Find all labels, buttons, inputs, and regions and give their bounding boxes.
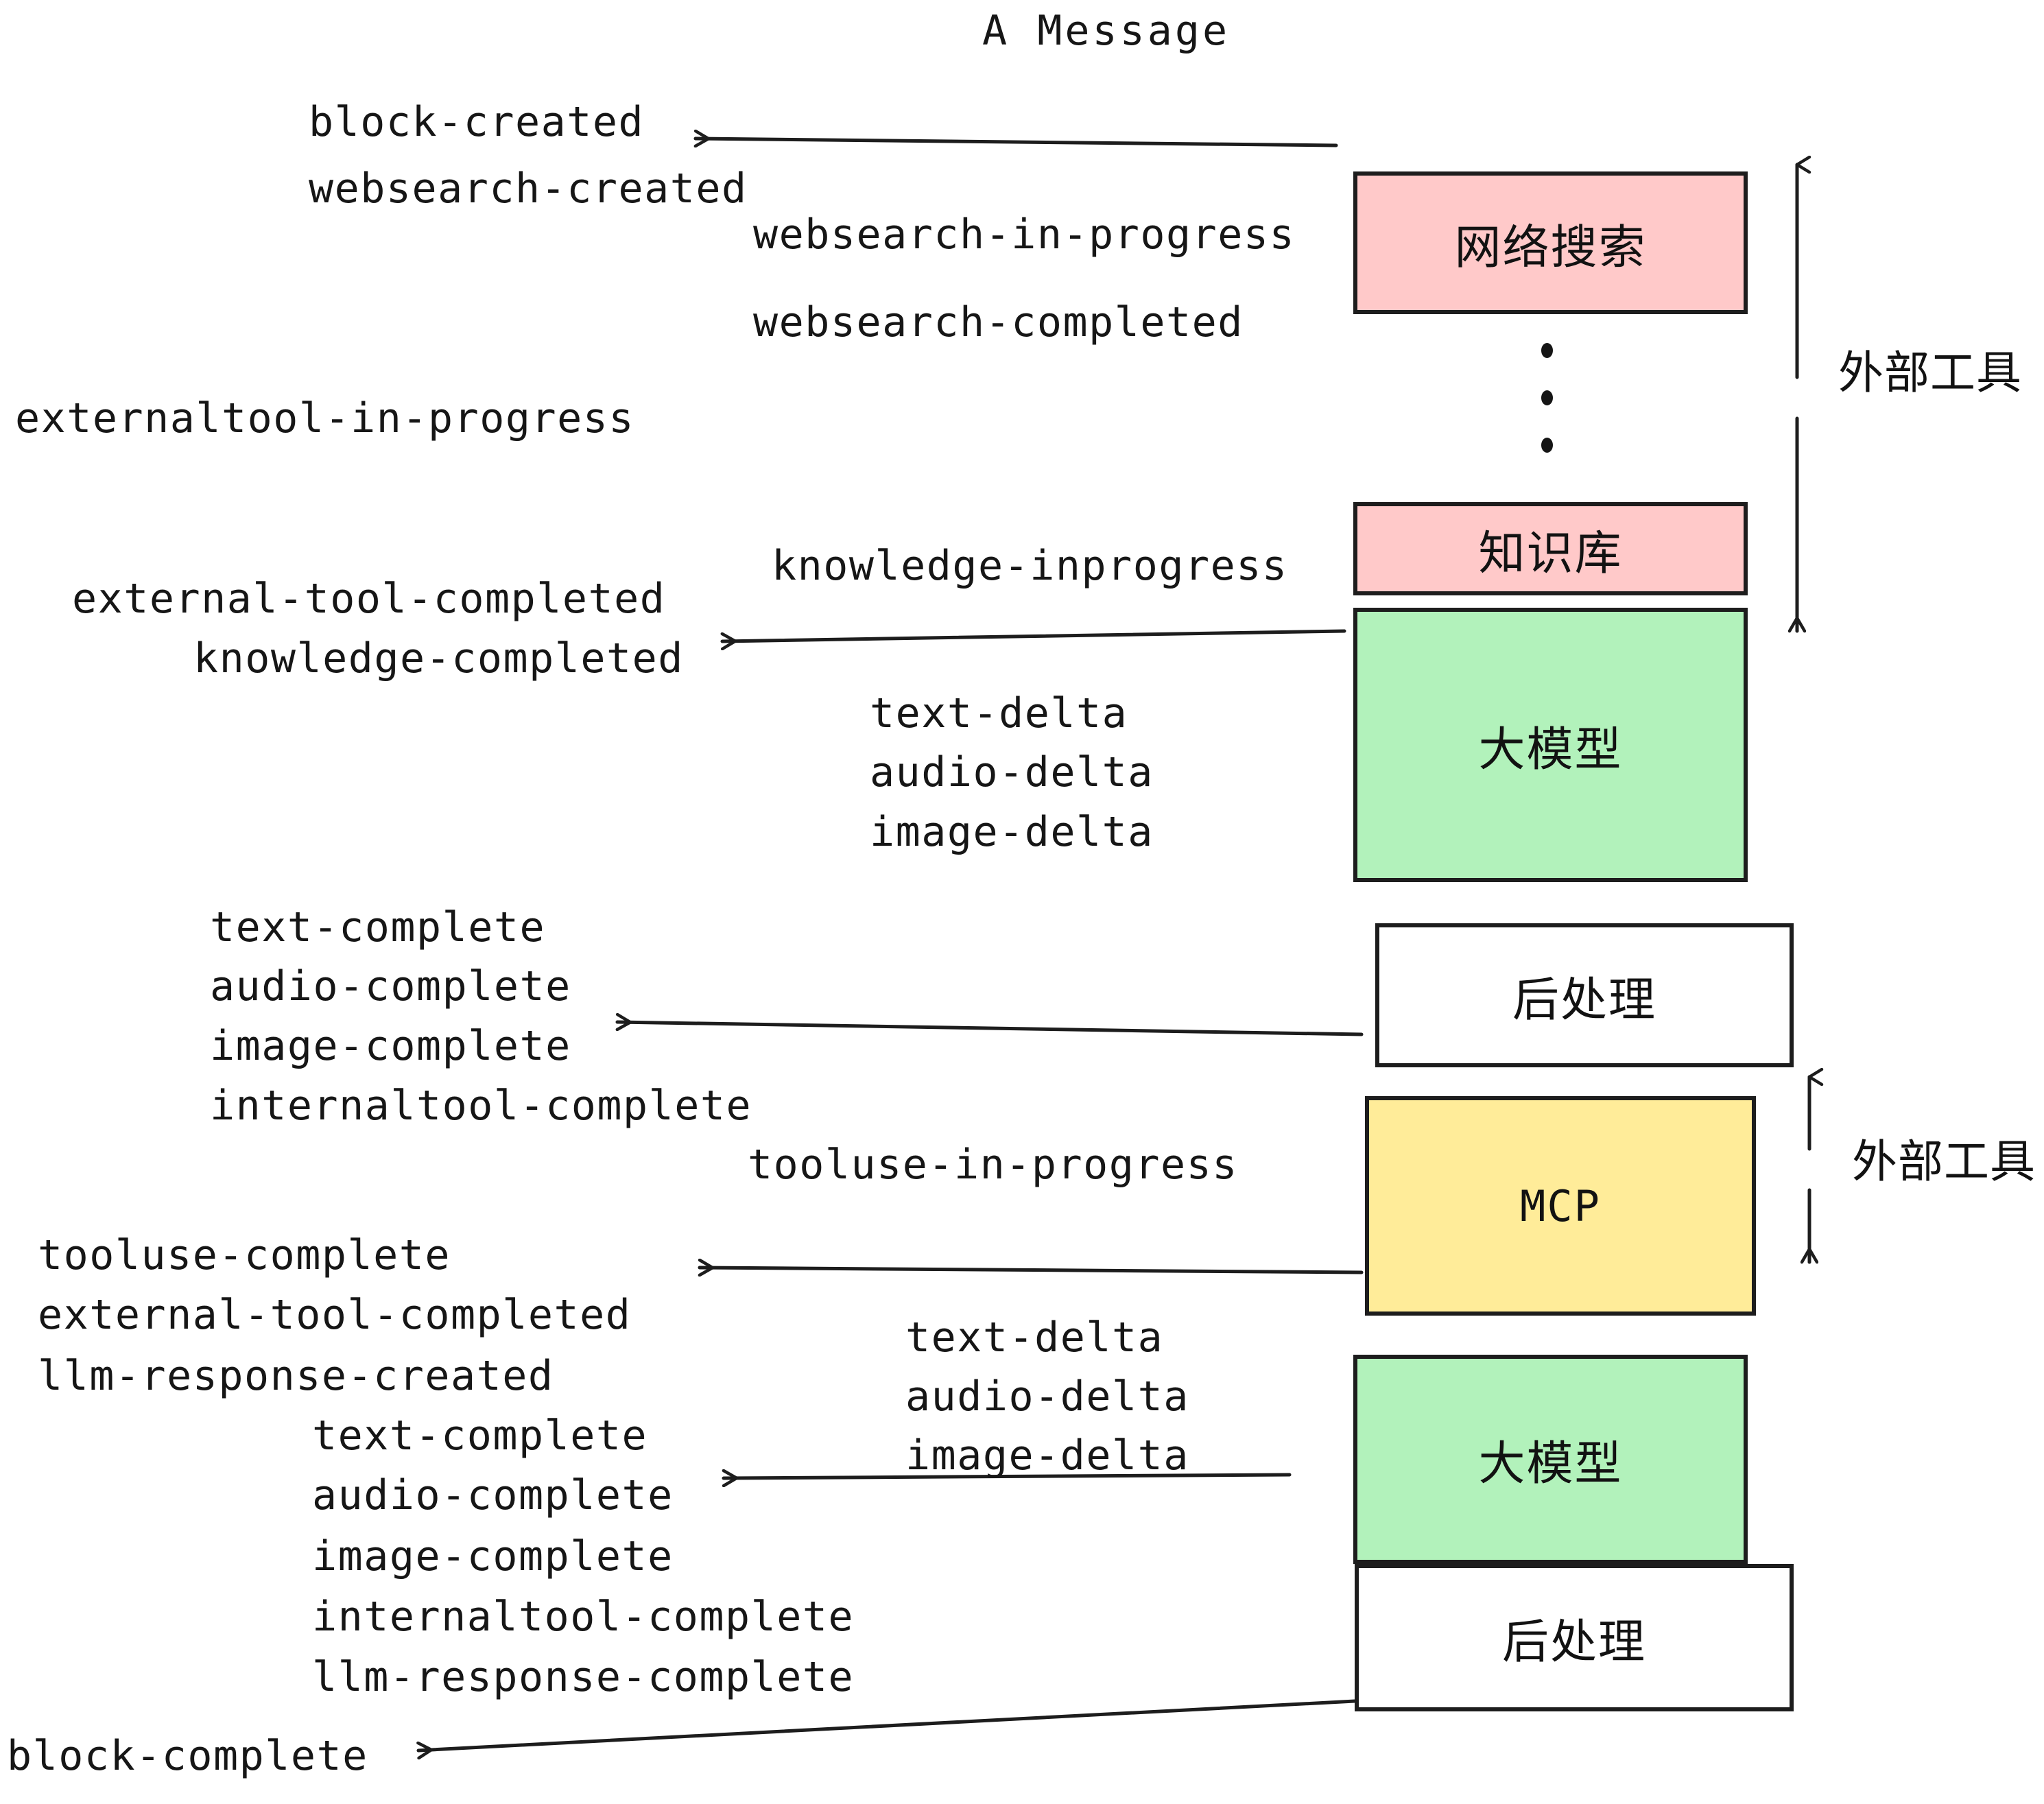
event-label-image-delta-2: image-delta xyxy=(905,1432,1189,1480)
node-label: 后处理 xyxy=(1512,973,1656,1028)
event-label-block-created: block-created xyxy=(309,98,645,146)
page-title: A Message xyxy=(982,7,1231,55)
event-label-audio-complete-2: audio-complete xyxy=(312,1471,674,1519)
node-llm-2: 大模型 xyxy=(1353,1355,1748,1564)
event-label-image-delta-1: image-delta xyxy=(870,808,1154,856)
node-postproc-2: 后处理 xyxy=(1355,1564,1794,1711)
event-label-text-delta-2: text-delta xyxy=(905,1314,1164,1362)
node-knowledge: 知识库 xyxy=(1353,502,1748,595)
node-postproc-1: 后处理 xyxy=(1375,923,1794,1067)
node-label: 后处理 xyxy=(1501,1615,1646,1670)
arrow-postproc1-out xyxy=(615,1022,1364,1036)
ellipsis-dot xyxy=(1541,343,1553,358)
node-websearch: 网络搜索 xyxy=(1353,171,1748,314)
event-label-image-complete-2: image-complete xyxy=(312,1532,674,1580)
event-label-websearch-created: websearch-created xyxy=(309,165,748,213)
node-label: 知识库 xyxy=(1478,526,1623,581)
event-label-audio-delta-2: audio-delta xyxy=(905,1373,1189,1421)
event-label-text-complete-1: text-complete xyxy=(210,903,546,951)
ellipsis-dot xyxy=(1541,390,1553,405)
event-label-llm-response-complete: llm-response-complete xyxy=(312,1653,855,1701)
event-label-text-complete-2: text-complete xyxy=(312,1412,648,1460)
event-label-image-complete-1: image-complete xyxy=(210,1022,571,1070)
event-label-audio-delta-1: audio-delta xyxy=(870,748,1154,796)
side-label-external-tools-top: 外部工具 xyxy=(1838,346,2022,399)
event-label-block-complete: block-complete xyxy=(7,1732,368,1780)
event-label-audio-complete-1: audio-complete xyxy=(210,962,571,1010)
event-label-tooluse-complete: tooluse-complete xyxy=(38,1231,451,1279)
arrow-mcp-out xyxy=(698,1268,1364,1272)
event-label-external-tool-completed-2: external-tool-completed xyxy=(38,1291,632,1339)
event-label-external-tool-completed-1: external-tool-completed xyxy=(72,575,666,623)
ellipsis-dot xyxy=(1541,438,1553,453)
arrow-postproc2-out xyxy=(418,1699,1357,1750)
vertical-ellipsis xyxy=(1540,343,1554,453)
arrow-websearch-out xyxy=(693,139,1338,145)
event-label-llm-response-created: llm-response-created xyxy=(38,1352,554,1400)
node-llm-1: 大模型 xyxy=(1353,608,1748,882)
event-label-knowledge-inprogress: knowledge-inprogress xyxy=(772,542,1288,590)
event-label-internaltool-complete-2: internaltool-complete xyxy=(312,1593,855,1641)
event-label-internaltool-complete-1: internaltool-complete xyxy=(210,1082,752,1130)
side-label-external-tools-bottom: 外部工具 xyxy=(1852,1135,2036,1188)
event-label-websearch-in-progress: websearch-in-progress xyxy=(753,211,1296,259)
event-label-websearch-completed: websearch-completed xyxy=(753,298,1244,346)
node-label: 大模型 xyxy=(1478,722,1623,777)
event-label-text-delta-1: text-delta xyxy=(870,689,1128,737)
node-label: 大模型 xyxy=(1478,1437,1623,1491)
node-mcp: MCP xyxy=(1365,1096,1756,1316)
event-label-externaltool-in-progress: externaltool-in-progress xyxy=(15,394,634,442)
event-label-tooluse-in-progress: tooluse-in-progress xyxy=(748,1141,1238,1189)
event-label-knowledge-completed: knowledge-completed xyxy=(193,634,684,683)
node-label: MCP xyxy=(1520,1180,1601,1231)
node-label: 网络搜索 xyxy=(1454,220,1647,275)
arrow-knowledge-out xyxy=(720,629,1346,641)
